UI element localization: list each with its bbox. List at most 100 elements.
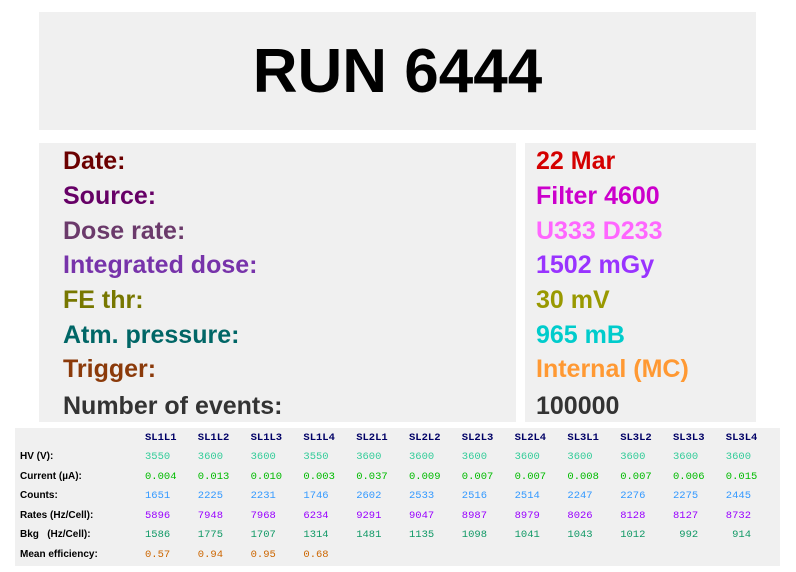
table-cell: 1775 [197,529,224,542]
table-cell: 0.013 [197,470,230,483]
table-cell: 3600 [409,451,435,463]
table-cell: 3550 [145,451,171,463]
table-cell: 8979 [514,509,540,522]
table-cell: 2533 [409,490,435,503]
table-cell: 0.007 [461,470,494,483]
table-cell: 1314 [303,529,329,542]
table-cell: 8128 [620,509,646,522]
info-label: Number of events: [63,392,283,420]
table-cell: 0.95 [250,549,276,561]
column-header: SL2L1 [356,432,388,444]
table-cell: 6234 [303,509,329,522]
table-cell: 3600 [725,451,752,463]
table-cell: 1746 [303,490,329,503]
table-cell: 1012 [620,529,646,542]
table-cell: 5896 [145,509,171,522]
column-header: SL3L2 [620,432,652,444]
column-header: SL3L1 [567,432,599,444]
info-value: 100000 [536,392,620,420]
info-value: Filter 4600 [536,182,660,210]
info-value: Internal (MC) [536,355,689,383]
table-cell: 2514 [514,490,540,503]
row-label: Current (µA): [20,470,82,482]
row-label: Counts: [20,490,58,502]
table-cell: 0.037 [356,470,388,483]
table-cell: 8026 [567,509,593,522]
table-cell: 7948 [197,509,224,522]
column-header: SL2L3 [461,432,494,444]
table-cell: 0.007 [514,470,547,483]
table-cell: 3600 [514,451,540,463]
table-cell: 8127 [673,509,699,522]
table-cell: 2602 [356,490,382,503]
table-cell: 0.006 [673,470,705,483]
info-label: Atm. pressure: [63,321,240,349]
column-header: SL3L3 [673,432,705,444]
table-cell: 2225 [197,490,224,503]
column-header: SL1L1 [145,432,177,444]
info-value: 1502 mGy [536,251,655,279]
table-cell: 1041 [514,529,540,542]
table-cell: 3600 [673,451,699,463]
table-cell: 3600 [567,451,593,463]
info-label: Date: [63,147,126,175]
table-cell: 1481 [356,529,382,542]
info-value: U333 D233 [536,217,663,245]
column-header: SL2L4 [514,432,547,444]
table-cell: 8732 [725,509,752,522]
info-label: FE thr: [63,286,144,314]
table-cell: 2516 [461,490,488,503]
table-cell: 1707 [250,529,276,542]
table-cell: 0.57 [145,549,171,561]
table-cell: 0.015 [725,470,758,483]
table-cell: 9047 [409,509,435,522]
table-cell: 3600 [461,451,488,463]
table-cell: 8987 [461,509,488,522]
info-value: 965 mB [536,321,625,349]
table-cell: 3550 [303,451,329,463]
table-cell: 2275 [673,490,699,503]
table-cell: 0.007 [620,470,652,483]
row-label: Rates (Hz/Cell): [20,509,94,521]
info-labels-panel: Date: Source: Dose rate: Integrated dose: FE… [39,143,516,422]
row-label: Mean efficiency: [20,549,98,560]
table-cell: 914 [725,529,752,542]
table-cell: 9291 [356,509,382,522]
table-cell: 1043 [567,529,593,542]
table-cell: 0.004 [145,470,177,483]
table-cell: 1651 [145,490,171,503]
row-label: HV (V): [20,451,54,462]
table-cell: 0.008 [567,470,599,483]
table-cell: 7968 [250,509,276,522]
info-value: 22 Mar [536,147,616,175]
info-label: Dose rate: [63,217,186,245]
table-cell: 0.003 [303,470,335,483]
column-header: SL1L3 [250,432,283,444]
run-title: RUN 6444 [39,12,756,130]
table-cell: 2276 [620,490,646,503]
info-value: 30 mV [536,286,610,314]
table-cell: 0.94 [197,549,224,561]
table-cell: 3600 [620,451,646,463]
table-cell: 0.010 [250,470,283,483]
table-cell: 0.68 [303,549,329,561]
info-label: Integrated dose: [63,251,258,279]
table-cell: 2231 [250,490,276,503]
info-label: Trigger: [63,355,157,383]
table-cell: 992 [673,529,699,542]
table-cell: 3600 [197,451,224,463]
info-label: Source: [63,182,157,210]
table-cell: 0.009 [409,470,441,483]
table-cell: 2247 [567,490,593,503]
row-label: Bkg (Hz/Cell): [20,529,91,541]
table-cell: 2445 [725,490,752,503]
table-cell: 3600 [250,451,276,463]
table-cell: 1135 [409,529,435,542]
table-cell: 3600 [356,451,382,463]
table-cell: 1098 [461,529,488,542]
column-header: SL1L2 [197,432,230,444]
table-cell: 1586 [145,529,171,542]
column-header: SL3L4 [725,432,758,444]
